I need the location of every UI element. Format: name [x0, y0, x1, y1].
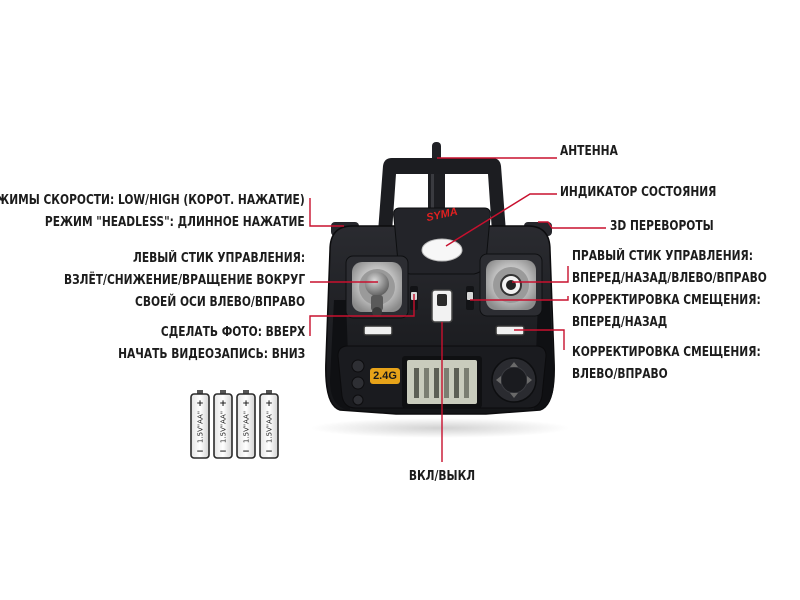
- left-round-button-3[interactable]: [352, 394, 364, 406]
- svg-text:−: −: [242, 447, 250, 457]
- svg-text:−: −: [265, 447, 273, 457]
- label-3d-flips: 3D ПЕРЕВОРОТЫ: [610, 219, 714, 234]
- left-round-button-2[interactable]: [351, 376, 365, 390]
- lcd-bar: [434, 368, 439, 398]
- svg-text:+: +: [219, 399, 227, 409]
- svg-text:+: +: [196, 399, 204, 409]
- lcd-bars: [414, 368, 469, 398]
- left-round-button-1[interactable]: [351, 359, 365, 373]
- leader-flips: [538, 221, 606, 229]
- band-badge: 2.4G: [370, 368, 400, 384]
- status-led: [421, 238, 463, 262]
- label-trim-left-right: КОРРЕКТИРОВКА СМЕЩЕНИЯ: ВЛЕВО/ВПРАВО: [572, 345, 761, 382]
- svg-text:−: −: [219, 447, 227, 457]
- aa-battery: + − 1.5V"AA": [190, 390, 210, 459]
- label-speed-modes: РЕЖИМЫ СКОРОСТИ: LOW/HIGH (КОРОТ. НАЖАТИ…: [0, 193, 305, 230]
- lcd-bar: [464, 368, 469, 398]
- leader-speed-modes: [309, 198, 344, 227]
- lcd-bar: [414, 368, 419, 398]
- carry-handle: [378, 158, 506, 232]
- label-right-stick: ПРАВЫЙ СТИК УПРАВЛЕНИЯ: ВПЕРЕД/НАЗАД/ВЛЕ…: [572, 249, 767, 286]
- leader-right-stick: [512, 266, 569, 283]
- label-status-indicator: ИНДИКАТОР СОСТОЯНИЯ: [560, 185, 717, 200]
- label-photo-video: СДЕЛАТЬ ФОТО: ВВЕРХ НАЧАТЬ ВИДЕОЗАПИСЬ: …: [117, 325, 305, 362]
- leader-photo: [309, 294, 415, 336]
- batteries: + − 1.5V"AA" + − 1.5V"AA" + − 1.5V"AA" + − 1.5V"AA": [190, 390, 279, 459]
- aa-battery: + − 1.5V"AA": [213, 390, 233, 459]
- aa-battery: + − 1.5V"AA": [259, 390, 279, 459]
- lcd-bar: [424, 368, 429, 398]
- leader-trim-lr: [514, 329, 565, 350]
- right-gimbal[interactable]: [479, 253, 543, 317]
- label-trim-forward-back: КОРРЕКТИРОВКА СМЕЩЕНИЯ: ВПЕРЕД/НАЗАД: [572, 293, 761, 330]
- direction-pad[interactable]: [491, 357, 537, 403]
- battery-label: 1.5V"AA": [220, 411, 228, 443]
- lcd-bar: [444, 368, 449, 398]
- battery-label: 1.5V"AA": [243, 411, 251, 443]
- right-trim-switch-knob: [467, 292, 473, 300]
- label-power: ВКЛ/ВЫКЛ: [408, 469, 476, 484]
- battery-label: 1.5V"AA": [266, 411, 274, 443]
- power-switch-knob: [437, 294, 447, 306]
- left-horizontal-trim[interactable]: [363, 325, 393, 336]
- leader-lines: [309, 157, 606, 462]
- svg-text:+: +: [265, 399, 273, 409]
- leader-status: [445, 193, 557, 247]
- leader-trim-fb: [470, 296, 569, 301]
- label-left-stick: ЛЕВЫЙ СТИК УПРАВЛЕНИЯ: ВЗЛЁТ/СНИЖЕНИЕ/ВР…: [63, 251, 305, 310]
- battery-label: 1.5V"AA": [197, 411, 205, 443]
- floor-shadow: [310, 418, 570, 438]
- label-antenna: АНТЕННА: [560, 144, 618, 159]
- lcd-bar: [454, 368, 459, 398]
- aa-battery: + − 1.5V"AA": [236, 390, 256, 459]
- left-gimbal[interactable]: [345, 255, 409, 319]
- svg-text:−: −: [196, 447, 204, 457]
- svg-text:+: +: [242, 399, 250, 409]
